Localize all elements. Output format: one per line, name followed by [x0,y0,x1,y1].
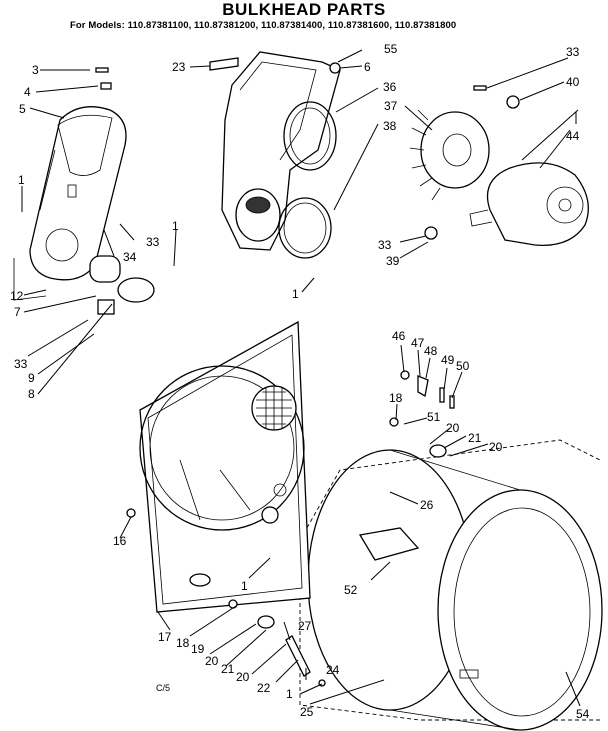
callout-9: 9 [28,371,35,385]
callout-44: 44 [566,129,580,143]
callout-20: 20 [489,440,503,454]
callout-labels: 1 1 1 1 1 3 4 5 6 7 8 9 12 16 17 18 18 1… [10,42,590,721]
blower-housing [469,162,589,246]
callout-7: 7 [14,305,21,319]
callout-1: 1 [172,219,179,233]
callout-19: 19 [191,642,205,656]
callout-37: 37 [384,99,398,113]
callout-20: 20 [205,654,219,668]
rear-housing [209,51,341,251]
callout-33: 33 [146,235,160,249]
callout-33: 33 [378,238,392,252]
callout-46: 46 [392,329,406,343]
callout-3: 3 [32,63,39,77]
footer-note: C/5 [156,683,171,693]
seal-36-inner [289,107,331,165]
callout-24: 24 [326,663,340,677]
callout-22: 22 [257,681,271,695]
blower-wheel [409,109,490,201]
callout-4: 4 [24,85,31,99]
callout-21: 21 [468,431,482,445]
callout-48: 48 [424,344,438,358]
callout-55: 55 [384,42,398,56]
callout-5: 5 [19,102,26,116]
callout-40: 40 [566,75,580,89]
callout-12: 12 [10,289,24,303]
drum [299,439,603,731]
lint-duct [13,106,155,315]
callout-1: 1 [292,287,299,301]
callout-52: 52 [344,583,358,597]
callout-38: 38 [383,119,397,133]
leader-lines [21,49,581,707]
callout-39: 39 [386,254,400,268]
callout-34: 34 [123,250,137,264]
callout-33: 33 [14,357,28,371]
callout-27: 27 [298,619,312,633]
callout-23: 23 [172,60,186,74]
bulkhead-panel [139,320,311,613]
seal-36 [283,101,337,171]
callout-6: 6 [364,60,371,74]
seal-38-inner [283,202,327,254]
models-line: For Models: 110.87381100, 110.87381200, … [70,20,457,31]
callout-50: 50 [456,359,470,373]
callout-26: 26 [420,498,434,512]
callout-25: 25 [300,705,314,719]
diagram-title: BULKHEAD PARTS [222,0,386,19]
callout-8: 8 [28,387,35,401]
callout-16: 16 [113,534,127,548]
callout-36: 36 [383,80,397,94]
callout-47: 47 [411,336,425,350]
callout-1: 1 [18,173,25,187]
callout-1: 1 [241,579,248,593]
small-parts [95,62,520,687]
callout-33: 33 [566,45,580,59]
callout-18: 18 [176,636,190,650]
callout-54: 54 [576,707,590,721]
callout-17: 17 [158,630,172,644]
callout-20: 20 [446,421,460,435]
callout-49: 49 [441,353,455,367]
callout-21: 21 [221,662,235,676]
callout-51: 51 [427,410,441,424]
callout-20: 20 [236,670,250,684]
seal-38 [278,197,332,259]
callout-18: 18 [389,391,403,405]
callout-1: 1 [286,687,293,701]
